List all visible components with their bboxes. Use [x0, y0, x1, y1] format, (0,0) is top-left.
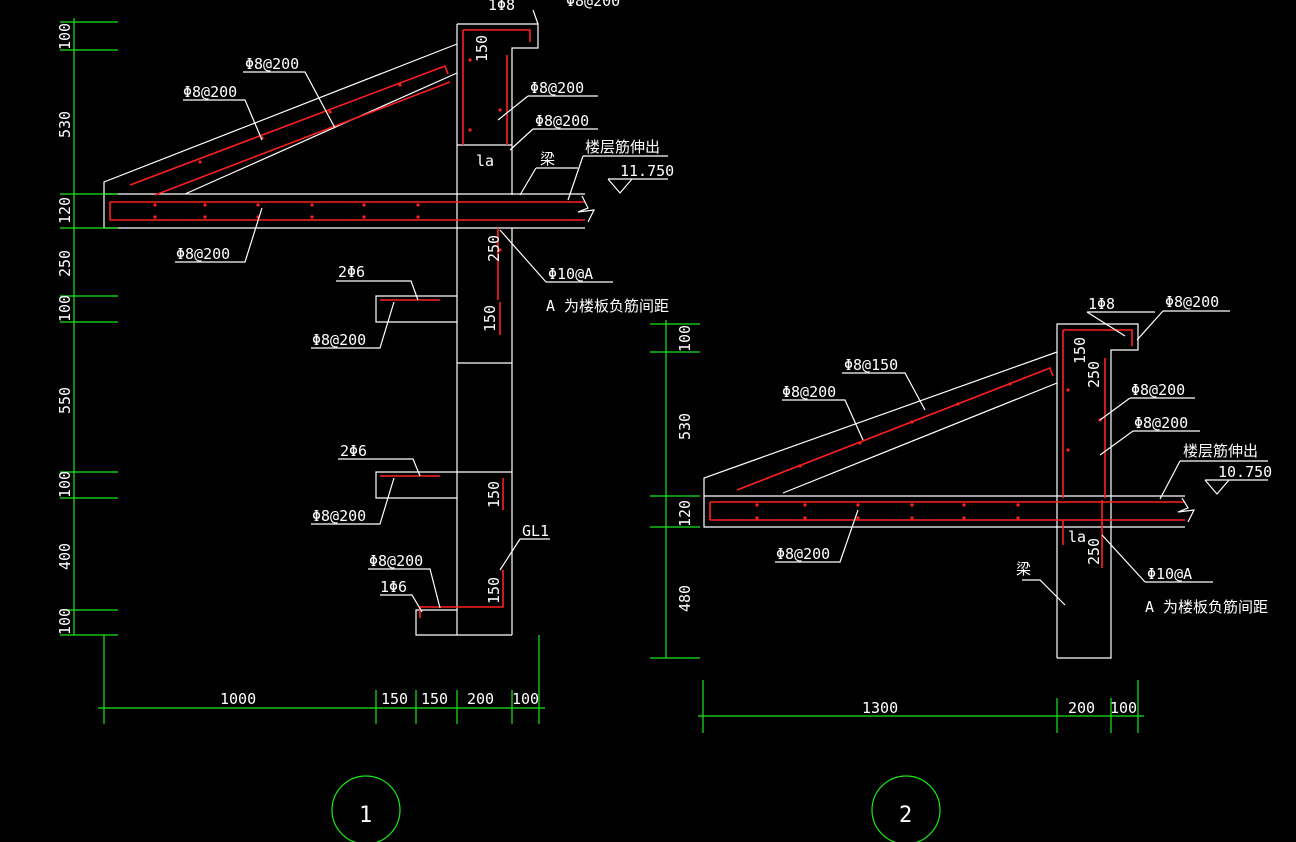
d2-vdim-1: 530 [676, 413, 694, 440]
d1-ledge2-2phi6: 2Φ6 [340, 442, 367, 460]
d1-floor-bar: 楼层筋伸出 [585, 138, 660, 156]
detail-2-text: 1Φ8 Φ8@200 Φ8@150 Φ8@200 Φ8@200 Φ8@200 楼… [676, 293, 1272, 828]
detail-1-concrete-outline [103, 23, 585, 636]
d1-vdim-3: 250 [56, 250, 74, 277]
d2-hdim-0: 1300 [862, 699, 898, 717]
detail-1-text: 1Φ8 Φ8@200 Φ8@200 Φ8@200 Φ8@200 Φ8@200 l… [56, 0, 674, 828]
d1-hdim-0: 1000 [220, 690, 256, 708]
d1-top-phi8-200: Φ8@200 [566, 0, 620, 10]
d2-dim-w250b: 250 [1085, 538, 1103, 565]
d2-note: A 为楼板负筋间距 [1145, 598, 1268, 616]
d1-beam: 梁 [540, 150, 555, 168]
detail-2-dimensions [650, 320, 1144, 842]
d1-elevation: 11.750 [620, 162, 674, 180]
detail-1-leaders [175, 9, 668, 613]
d1-dim-w250: 250 [485, 235, 503, 262]
d1-vdim-4: 100 [56, 295, 74, 322]
detail-1-rebar [109, 29, 585, 618]
d1-vdim-2: 120 [56, 197, 74, 224]
d1-hdim-3: 200 [467, 690, 494, 708]
d1-note: A 为楼板负筋间距 [546, 297, 669, 315]
d2-phi10: Φ10@A [1147, 565, 1192, 583]
d1-wall-phi8-200-b: Φ8@200 [535, 112, 589, 130]
d2-wall-phi8-200-a: Φ8@200 [1131, 381, 1185, 399]
d2-dim-w150: 150 [1071, 337, 1089, 364]
d1-ledge2-phi8: Φ8@200 [312, 507, 366, 525]
d1-vdim-0: 100 [56, 23, 74, 50]
d2-elevation: 10.750 [1218, 463, 1272, 481]
d2-floor-bar: 楼层筋伸出 [1183, 442, 1258, 460]
d1-hdim-2: 150 [421, 690, 448, 708]
d2-slope-phi8-150: Φ8@150 [844, 356, 898, 374]
d2-top-1phi8: 1Φ8 [1088, 295, 1115, 313]
d1-vdim-1: 530 [56, 111, 74, 138]
d2-top-phi8-200: Φ8@200 [1165, 293, 1219, 311]
d1-ledge3-1phi6: 1Φ6 [380, 578, 407, 596]
d2-vdim-3: 480 [676, 585, 694, 612]
d1-ledge1-phi8: Φ8@200 [312, 331, 366, 349]
d1-wall-phi8-200-a: Φ8@200 [530, 79, 584, 97]
d1-dim-w150b: 150 [481, 305, 499, 332]
d1-slope-phi8-200-a: Φ8@200 [245, 55, 299, 73]
d1-la: la [476, 152, 494, 170]
d1-phi10: Φ10@A [548, 265, 593, 283]
detail-2-rebar [709, 329, 1185, 568]
d2-circle-label: 2 [899, 803, 912, 828]
d1-slope-phi8-200-b: Φ8@200 [183, 83, 237, 101]
detail-2-rebar-dots [755, 382, 1102, 520]
d1-vdim-5: 550 [56, 387, 74, 414]
detail-1-dimensions [60, 18, 545, 842]
detail-2 [650, 310, 1268, 842]
d1-hdim-1: 150 [381, 690, 408, 708]
d2-slab-phi8-200: Φ8@200 [776, 545, 830, 563]
d2-dim-w250a: 250 [1085, 361, 1103, 388]
d2-slope-phi8-200: Φ8@200 [782, 383, 836, 401]
detail-2-leaders [775, 310, 1268, 606]
d1-dim-w150a: 150 [473, 35, 491, 62]
d1-vdim-6: 100 [56, 471, 74, 498]
detail-1 [60, 9, 668, 842]
d1-slab-phi8-200: Φ8@200 [176, 245, 230, 263]
d1-dim-w150d: 150 [485, 577, 503, 604]
detail-1-rebar-dots [153, 58, 502, 252]
d1-gl1: GL1 [522, 522, 549, 540]
d2-vdim-2: 120 [676, 500, 694, 527]
d2-beam: 梁 [1016, 560, 1031, 578]
d1-ledge1-2phi6: 2Φ6 [338, 263, 365, 281]
d1-vdim-8: 100 [56, 608, 74, 635]
d2-la: la [1068, 528, 1086, 546]
d2-hdim-1: 200 [1068, 699, 1095, 717]
d1-dim-w150c: 150 [485, 481, 503, 508]
d1-top-1phi8: 1Φ8 [488, 0, 515, 14]
d2-vdim-0: 100 [676, 325, 694, 352]
d2-wall-phi8-200-b: Φ8@200 [1134, 414, 1188, 432]
detail-2-concrete-outline [703, 323, 1185, 659]
d1-hdim-4: 100 [512, 690, 539, 708]
d1-ledge3-phi8: Φ8@200 [369, 552, 423, 570]
d1-circle-label: 1 [359, 803, 372, 828]
d2-hdim-2: 100 [1110, 699, 1137, 717]
d1-vdim-7: 400 [56, 543, 74, 570]
